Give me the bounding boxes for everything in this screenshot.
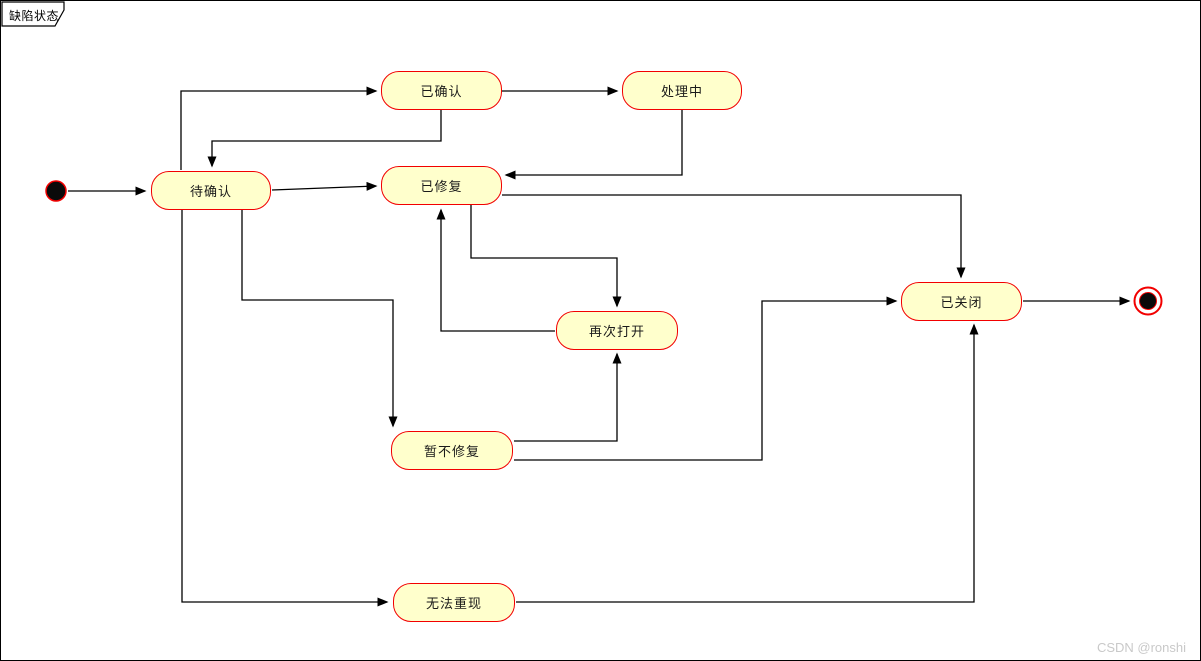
- state-closed-label: 已关闭: [940, 295, 983, 310]
- state-confirmed-label: 已确认: [420, 84, 463, 99]
- state-reopened-label: 再次打开: [588, 324, 645, 339]
- state-reopened: 再次打开: [556, 311, 678, 350]
- state-wontfix: 暂不修复: [391, 431, 513, 470]
- edge-processing-to-fixed: [504, 110, 683, 180]
- state-processing-label: 处理中: [660, 84, 703, 99]
- edge-cannot-reproduce-to-closed: [516, 323, 979, 603]
- edge-fixed-to-closed: [502, 194, 966, 279]
- state-pending-label: 待确认: [189, 184, 232, 199]
- state-processing: 处理中: [622, 71, 742, 110]
- state-pending: 待确认: [151, 171, 271, 210]
- state-cannot-reproduce-label: 无法重现: [425, 596, 482, 611]
- state-fixed: 已修复: [381, 166, 502, 205]
- final-state-node: [1133, 286, 1163, 316]
- watermark-text: CSDN @ronshi: [1096, 640, 1186, 655]
- edge-wontfix-to-closed: [514, 296, 898, 461]
- state-closed: 已关闭: [901, 282, 1022, 321]
- edge-reopened-to-fixed: [436, 208, 555, 332]
- state-confirmed: 已确认: [381, 71, 502, 110]
- state-fixed-label: 已修复: [420, 179, 463, 194]
- state-wontfix-label: 暂不修复: [423, 444, 480, 459]
- diagram-title: 缺陷状态: [9, 9, 60, 23]
- edge-pending-to-confirmed: [180, 86, 378, 170]
- edge-pending-to-fixed: [271, 181, 378, 191]
- edge-pending-to-wontfix: [241, 210, 398, 428]
- edge-wontfix-to-reopened: [514, 352, 622, 442]
- edge-fixed-to-reopened: [470, 205, 622, 308]
- state-cannot-reproduce: 无法重现: [393, 583, 515, 622]
- initial-state-node: [45, 180, 67, 202]
- edge-pending-to-cannot-reproduce: [181, 210, 389, 607]
- frame-tab-shape: [1, 1, 65, 27]
- edge-confirmed-to-pending: [207, 110, 442, 168]
